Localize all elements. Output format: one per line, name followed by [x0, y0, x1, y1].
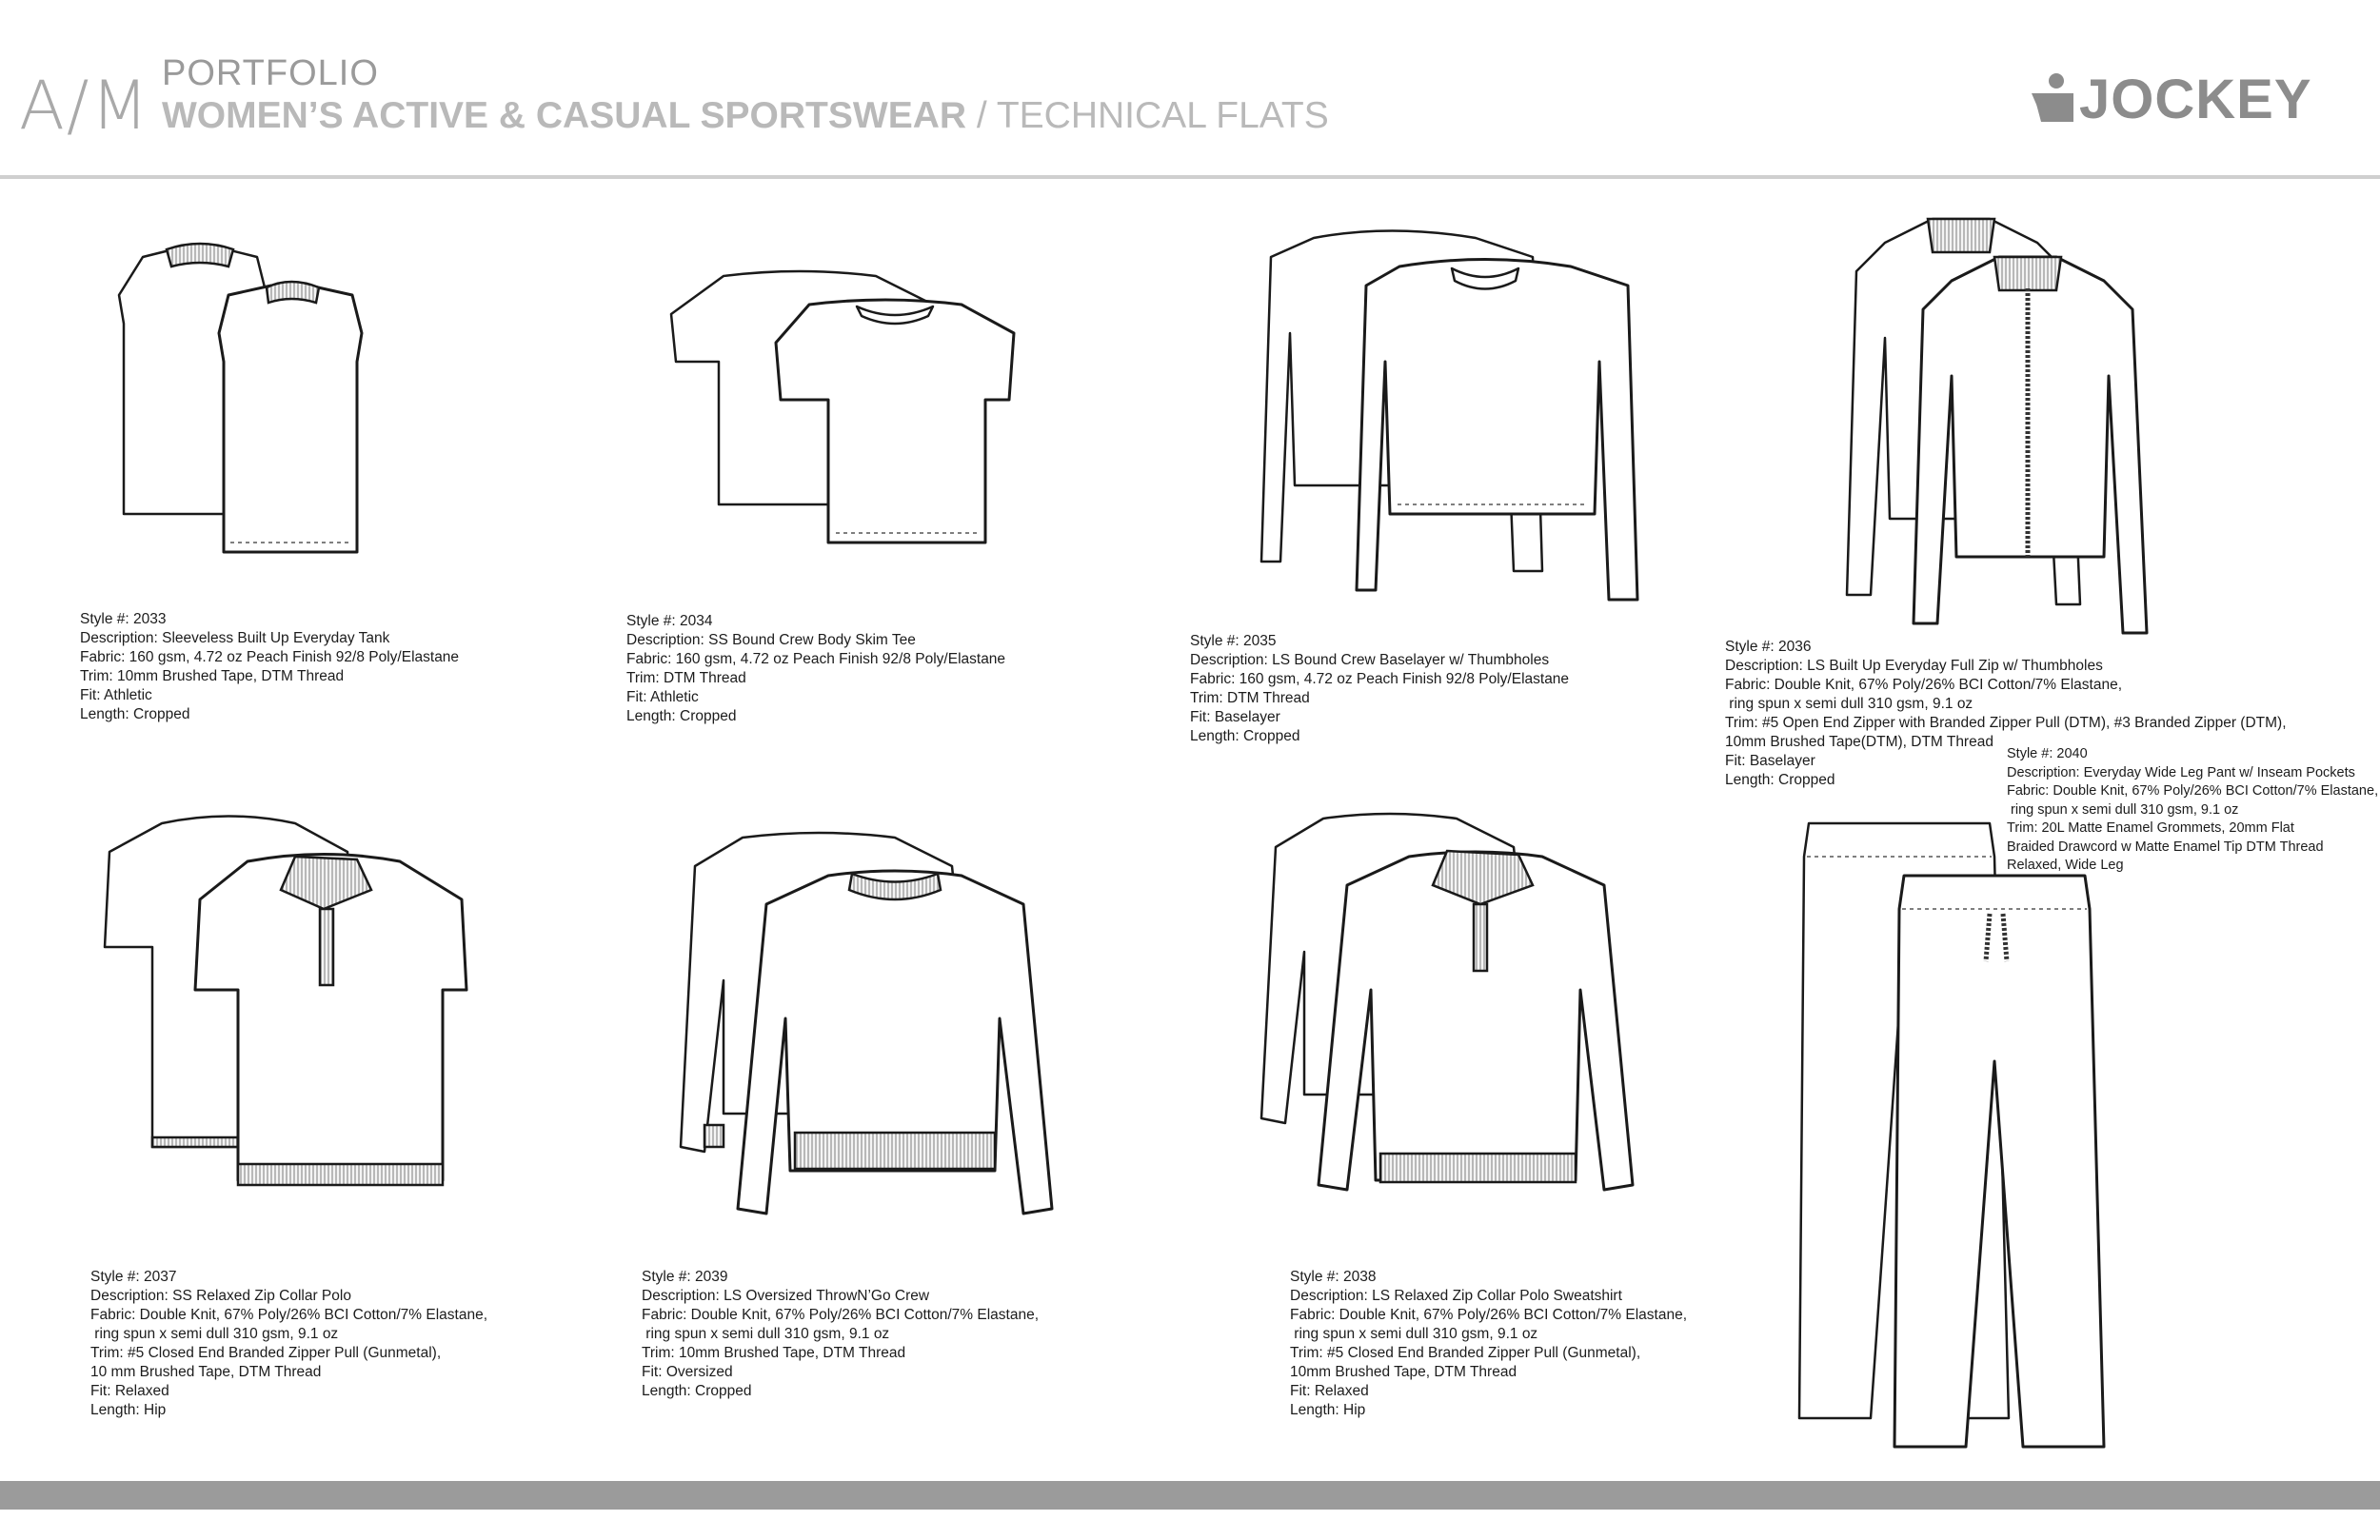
spec-fabric: Fabric: Double Knit, 67% Poly/26% BCI Co…	[90, 1307, 487, 1323]
spec-2039: Style #: 2039 Description: LS Oversized …	[642, 1268, 1039, 1401]
portfolio-label: PORTFOLIO	[162, 53, 379, 93]
flat-2037-ss-polo	[95, 814, 495, 1204]
spec-description: Description: SS Relaxed Zip Collar Polo	[90, 1288, 351, 1304]
spec-2035: Style #: 2035 Description: LS Bound Crew…	[1190, 632, 1569, 746]
spec-fit: Fit: Baselayer	[1190, 709, 1280, 725]
monogram: A/M	[19, 67, 150, 145]
flat-2040-wide-leg-pant	[1797, 819, 2123, 1466]
spec-fabric: Fabric: 160 gsm, 4.72 oz Peach Finish 92…	[626, 651, 1006, 667]
spec-length: Length: Cropped	[1190, 728, 1300, 744]
spec-description: Description: LS Relaxed Zip Collar Polo …	[1290, 1288, 1622, 1304]
spec-length: Length: Hip	[90, 1402, 167, 1418]
jockey-mark-icon	[2032, 73, 2073, 122]
spec-fabric-cont: ring spun x semi dull 310 gsm, 9.1 oz	[90, 1326, 339, 1342]
spec-trim: Trim: 10mm Brushed Tape, DTM Thread	[642, 1345, 906, 1361]
spec-description: Description: SS Bound Crew Body Skim Tee	[626, 632, 916, 648]
spec-fabric: Fabric: 160 gsm, 4.72 oz Peach Finish 92…	[80, 649, 460, 665]
flat-2033-tank	[114, 238, 419, 562]
spec-fabric-cont: ring spun x semi dull 310 gsm, 9.1 oz	[1725, 696, 1973, 712]
spec-2038: Style #: 2038 Description: LS Relaxed Zi…	[1290, 1268, 1687, 1420]
spec-length: Length: Cropped	[626, 708, 737, 724]
spec-fabric: Fabric: Double Knit, 67% Poly/26% BCI Co…	[1725, 677, 2122, 693]
jockey-logo: JOCKEY	[2028, 68, 2312, 130]
spec-fabric: Fabric: Double Knit, 67% Poly/26% BCI Co…	[2007, 783, 2379, 799]
spec-fabric: Fabric: Double Knit, 67% Poly/26% BCI Co…	[642, 1307, 1039, 1323]
spec-trim-cont: 10 mm Brushed Tape, DTM Thread	[90, 1364, 322, 1380]
spec-2036: Style #: 2036 Description: LS Built Up E…	[1725, 638, 2287, 790]
spec-fabric-cont: ring spun x semi dull 310 gsm, 9.1 oz	[642, 1326, 890, 1342]
spec-2033: Style #: 2033 Description: Sleeveless Bu…	[80, 610, 459, 724]
spec-fabric-cont: ring spun x semi dull 310 gsm, 9.1 oz	[2007, 801, 2239, 818]
spec-fit: Fit: Baselayer	[1725, 753, 1815, 769]
spec-description: Description: Sleeveless Built Up Everyda…	[80, 630, 390, 646]
spec-trim: Trim: DTM Thread	[626, 670, 746, 686]
spec-style: Style #: 2033	[80, 611, 167, 627]
flat-2038-ls-polo-sweatshirt	[1247, 809, 1666, 1209]
spec-fabric: Fabric: Double Knit, 67% Poly/26% BCI Co…	[1290, 1307, 1687, 1323]
spec-trim: Trim: 10mm Brushed Tape, DTM Thread	[80, 668, 345, 684]
flat-2035-ls-baselayer	[1257, 219, 1676, 619]
spec-fit: Fit: Oversized	[642, 1364, 733, 1380]
flat-2036-full-zip	[1837, 214, 2199, 652]
spec-fit: Fit: Athletic	[80, 687, 152, 703]
spec-fit: Fit: Relaxed	[1290, 1383, 1369, 1399]
spec-fit: Relaxed, Wide Leg	[2007, 858, 2124, 873]
page-title-sub: / TECHNICAL FLATS	[966, 95, 1329, 136]
logo-wordmark: JOCKEY	[2079, 68, 2312, 130]
spec-trim: Trim: 20L Matte Enamel Grommets, 20mm Fl…	[2007, 820, 2294, 836]
spec-length: Length: Cropped	[642, 1383, 752, 1399]
spec-2037: Style #: 2037 Description: SS Relaxed Zi…	[90, 1268, 487, 1420]
spec-trim: Trim: DTM Thread	[1190, 690, 1310, 706]
spec-2034: Style #: 2034 Description: SS Bound Crew…	[626, 612, 1005, 726]
header-divider	[0, 175, 2380, 179]
spec-length: Length: Cropped	[80, 706, 190, 722]
page-title-main: WOMEN’S ACTIVE & CASUAL SPORTSWEAR	[162, 95, 967, 136]
page-title: WOMEN’S ACTIVE & CASUAL SPORTSWEAR / TEC…	[162, 95, 1329, 137]
spec-length: Length: Cropped	[1725, 772, 1835, 788]
spec-fit: Fit: Athletic	[626, 689, 699, 705]
flat-2034-tee	[666, 257, 1028, 562]
spec-style: Style #: 2040	[2007, 746, 2088, 761]
spec-trim-cont: 10mm Brushed Tape, DTM Thread	[1290, 1364, 1517, 1380]
spec-style: Style #: 2034	[626, 613, 713, 629]
spec-fabric-cont: ring spun x semi dull 310 gsm, 9.1 oz	[1290, 1326, 1538, 1342]
spec-style: Style #: 2039	[642, 1269, 728, 1285]
spec-fabric: Fabric: 160 gsm, 4.72 oz Peach Finish 92…	[1190, 671, 1570, 687]
spec-description: Description: LS Built Up Everyday Full Z…	[1725, 658, 2103, 674]
spec-trim: Trim: #5 Closed End Branded Zipper Pull …	[1290, 1345, 1641, 1361]
footer-bar	[0, 1481, 2380, 1510]
spec-description: Description: LS Oversized ThrowN’Go Crew	[642, 1288, 930, 1304]
spec-trim: Trim: #5 Open End Zipper with Branded Zi…	[1725, 715, 2287, 731]
page-header: A/M PORTFOLIO WOMEN’S ACTIVE & CASUAL SP…	[0, 0, 2380, 181]
spec-style: Style #: 2035	[1190, 633, 1277, 649]
spec-description: Description: LS Bound Crew Baselayer w/ …	[1190, 652, 1550, 668]
spec-trim: Trim: #5 Closed End Branded Zipper Pull …	[90, 1345, 442, 1361]
spec-trim-cont: Braided Drawcord w Matte Enamel Tip DTM …	[2007, 839, 2324, 855]
spec-style: Style #: 2036	[1725, 639, 1812, 655]
spec-fit: Fit: Relaxed	[90, 1383, 169, 1399]
flat-2039-oversized-crew	[666, 828, 1085, 1228]
spec-style: Style #: 2037	[90, 1269, 177, 1285]
spec-style: Style #: 2038	[1290, 1269, 1377, 1285]
spec-2040: Style #: 2040 Description: Everyday Wide…	[2007, 745, 2378, 876]
spec-length: Length: Hip	[1290, 1402, 1366, 1418]
spec-description: Description: Everyday Wide Leg Pant w/ I…	[2007, 764, 2355, 780]
spec-trim-cont: 10mm Brushed Tape(DTM), DTM Thread	[1725, 734, 1993, 750]
